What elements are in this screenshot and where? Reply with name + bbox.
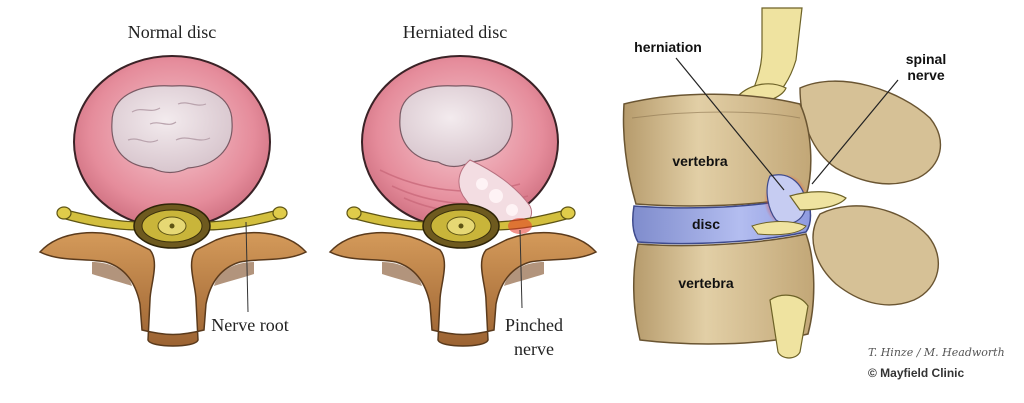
- disc-label: disc: [692, 216, 720, 232]
- herniated-nucleus: [399, 85, 513, 168]
- pinched-label-line1: Pinched: [505, 315, 563, 335]
- spinal-nerve-label-line1: spinal: [906, 51, 946, 67]
- posterior-process-upper: [799, 80, 942, 185]
- normal-nucleus: [111, 85, 233, 174]
- herniated-vertebral-arch: [328, 232, 598, 347]
- vertebra-bottom-label: vertebra: [678, 275, 733, 291]
- herniation-protrusion: [766, 174, 807, 225]
- artist-signature: T. Hinze / M. Headworth: [868, 346, 1005, 359]
- vertebra-top-label: vertebra: [672, 153, 727, 169]
- herniated-disc-title: Herniated disc: [403, 22, 507, 42]
- posterior-process-lower: [812, 205, 940, 306]
- herniated-disc-panel: Herniated disc Pinched nerve: [328, 22, 598, 359]
- copyright-credit: © Mayfield Clinic: [868, 366, 965, 380]
- normal-disc-panel: Normal disc Nerve root: [38, 22, 308, 347]
- normal-vertebral-arch: [38, 232, 308, 347]
- nerve-root-label: Nerve root: [211, 315, 288, 335]
- spinal-nerve-label-line2: nerve: [907, 67, 945, 83]
- pinched-label-line2: nerve: [514, 339, 554, 359]
- vertebra-lower: [633, 233, 815, 345]
- normal-disc-title: Normal disc: [128, 22, 216, 42]
- side-view-panel: herniation spinal nerve vertebra disc ve…: [622, 7, 1005, 380]
- spinal-cord-bottom: [769, 294, 809, 359]
- herniation-label: herniation: [634, 39, 702, 55]
- spinal-nerve: [789, 191, 847, 211]
